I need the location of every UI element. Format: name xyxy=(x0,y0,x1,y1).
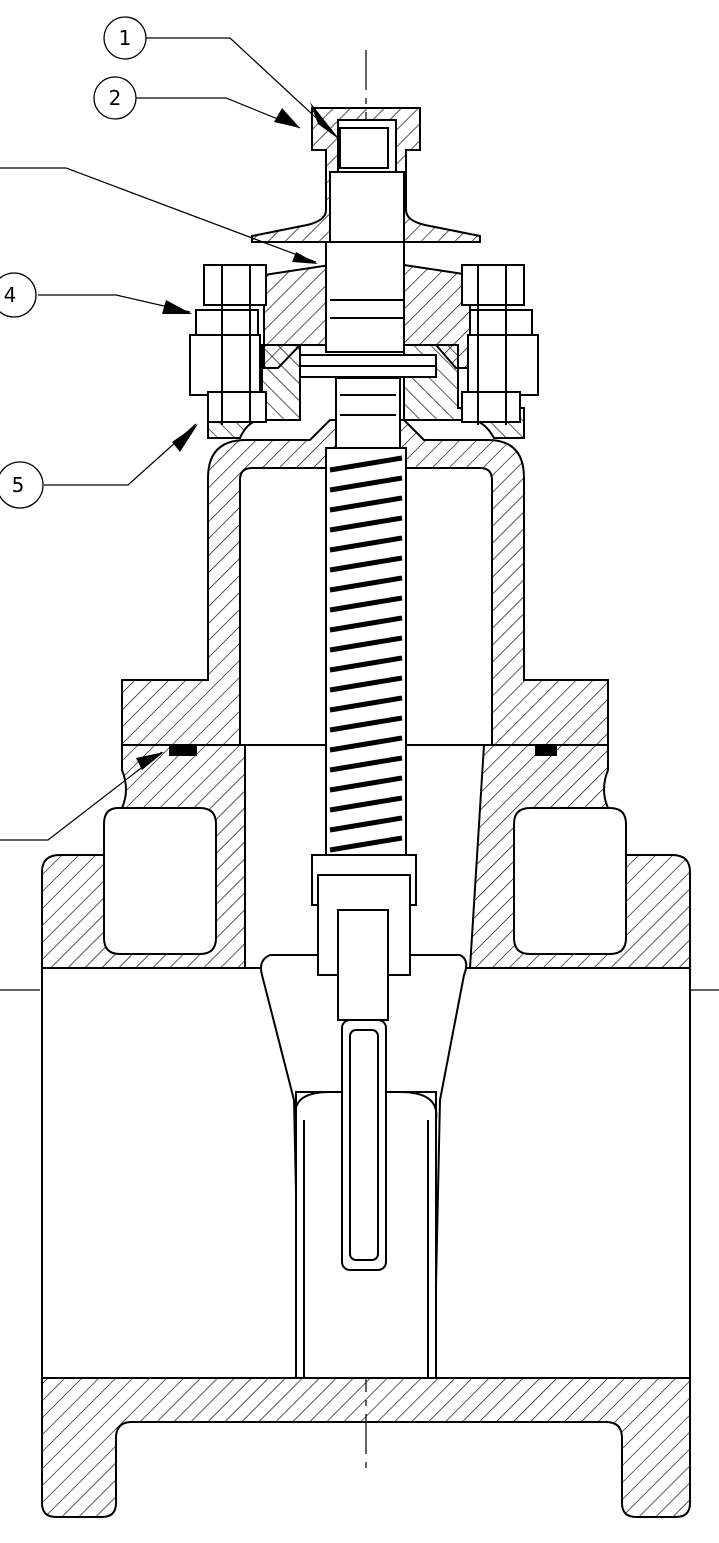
arrowheads xyxy=(136,102,340,770)
balloon-label-4: 4 xyxy=(4,283,17,307)
leader-5 xyxy=(44,423,197,486)
balloon-label-1: 1 xyxy=(119,26,132,50)
arrow-5 xyxy=(172,424,198,452)
arrow-2 xyxy=(274,108,300,128)
stem-thread xyxy=(325,447,407,859)
balloon-label-2: 2 xyxy=(109,86,122,110)
balloon-4 xyxy=(0,272,37,318)
balloon-1 xyxy=(103,16,147,60)
wedge-slot xyxy=(341,1019,387,1271)
stem xyxy=(325,171,405,449)
leader-2 xyxy=(136,97,301,129)
gasket-left xyxy=(169,744,197,756)
arrow-6 xyxy=(136,752,164,770)
leader-6 xyxy=(0,751,163,841)
body-left-upper xyxy=(41,744,246,969)
arrow-4 xyxy=(162,300,192,314)
balloon-2 xyxy=(93,76,137,120)
leader-1 xyxy=(146,37,341,141)
balloon-label-5: 5 xyxy=(12,473,25,497)
leader-3 xyxy=(0,167,317,263)
body-right-upper xyxy=(468,744,691,969)
wedge-nut xyxy=(311,854,417,1021)
gasket-right xyxy=(535,744,557,756)
body-bottom-flange xyxy=(41,1377,691,1518)
arrow-1 xyxy=(310,102,340,140)
bolt-right xyxy=(461,264,539,425)
balloon-5 xyxy=(0,461,44,509)
square-nut xyxy=(339,127,389,169)
arrow-3 xyxy=(292,252,318,264)
bolt-left xyxy=(189,264,267,425)
